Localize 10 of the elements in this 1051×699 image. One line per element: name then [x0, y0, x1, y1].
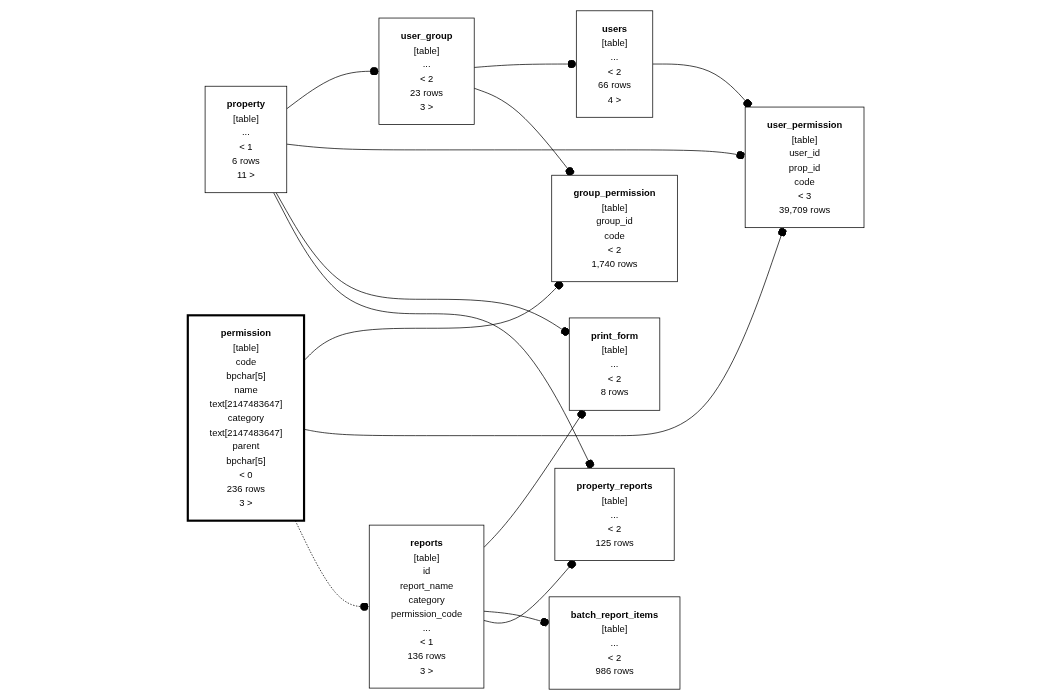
node-box: users [table] ... < 2 66 rows 4 > — [575, 9, 653, 118]
node-box: permission [table] code bpchar[5] name text[2147483647] category text[2147483647] parent bpchar[5] < 0 236 rows 3 > — [186, 313, 305, 522]
node-box: user_group [table] ... < 2 23 rows 3 > — [378, 17, 475, 125]
node-box: reports [table] id report_name category permission_code ... < 1 136 rows 3 > — [368, 524, 484, 688]
node-box: user_permission [table] user_id prop_id code < 3 39,709 rows — [744, 106, 864, 228]
node-box: group_permission [table] group_id code < 2 1,740 rows — [550, 174, 678, 282]
node-box: property [table] ... < 1 6 rows 11 > — [204, 85, 287, 193]
node-box: print_form [table] ... < 2 8 rows — [568, 317, 660, 411]
node-box: property_reports [table] ... < 2 125 rows — [554, 467, 675, 561]
node-box: batch_report_items [table] ... < 2 986 rows — [548, 595, 680, 690]
